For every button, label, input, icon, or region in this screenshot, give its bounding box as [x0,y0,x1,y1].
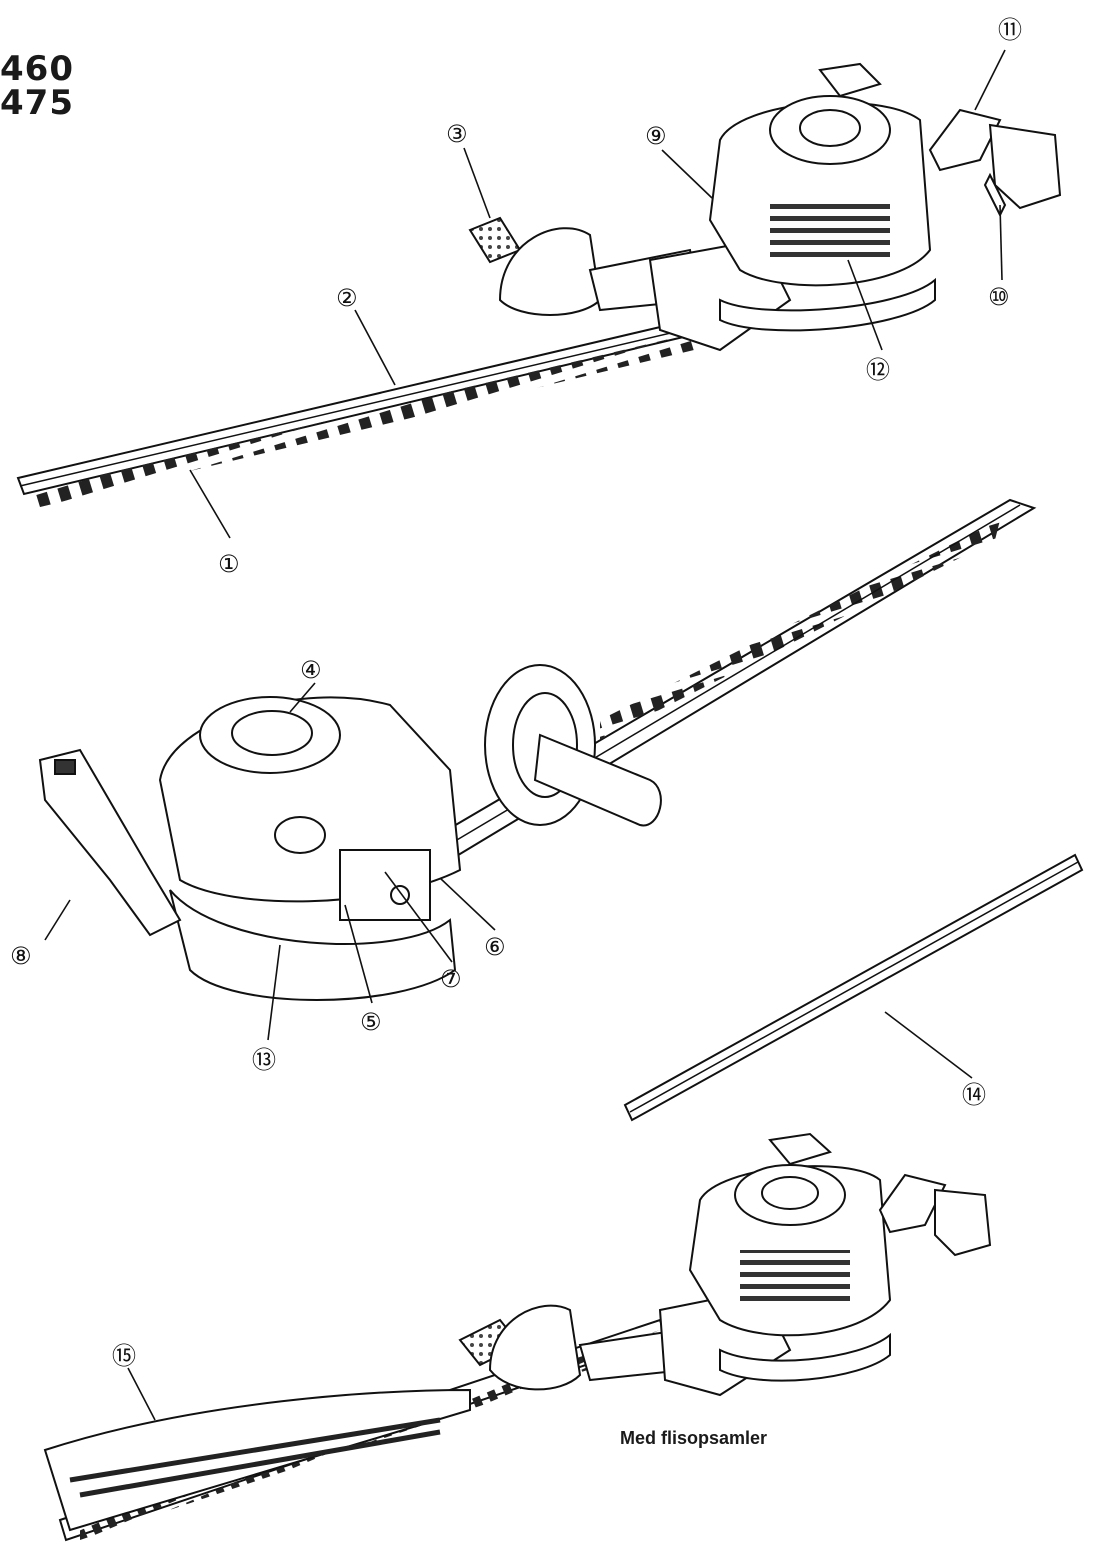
leader-lines [44,49,1006,1421]
callout-3: ③ [446,120,468,148]
callout-7: ⑦ [440,965,462,993]
callout-15: ⑮ [112,1342,136,1370]
callout-12: ⑫ [866,356,890,384]
model-numbers: 460 475 [0,52,74,120]
trimmer-view-1 [16,62,1062,508]
model-475: 475 [0,83,74,123]
callout-14: ⑭ [962,1081,986,1109]
front-handle-1 [468,216,522,264]
callout-5: ⑤ [360,1008,382,1036]
blade-cover [623,853,1084,1122]
callout-1: ① [218,550,240,578]
trimmer-view-3 [43,1132,992,1542]
model-460: 460 [0,49,74,89]
callout-9: ⑨ [645,122,667,150]
collector-caption: Med flisopsamler [620,1428,768,1448]
rear-handle-2 [38,748,182,937]
collector [43,1388,471,1532]
callout-13: ⑬ [252,1046,276,1074]
callout-6: ⑥ [484,933,506,961]
rear-handle-1 [928,108,1002,172]
callout-8: ⑧ [10,942,32,970]
callout-2: ② [336,284,358,312]
callout-10: ⑩ [988,283,1010,311]
callout-4: ④ [300,656,322,684]
front-handle-2 [533,733,662,827]
callout-11: ⑪ [998,16,1022,44]
trimmer-view-2 [38,498,1037,1001]
